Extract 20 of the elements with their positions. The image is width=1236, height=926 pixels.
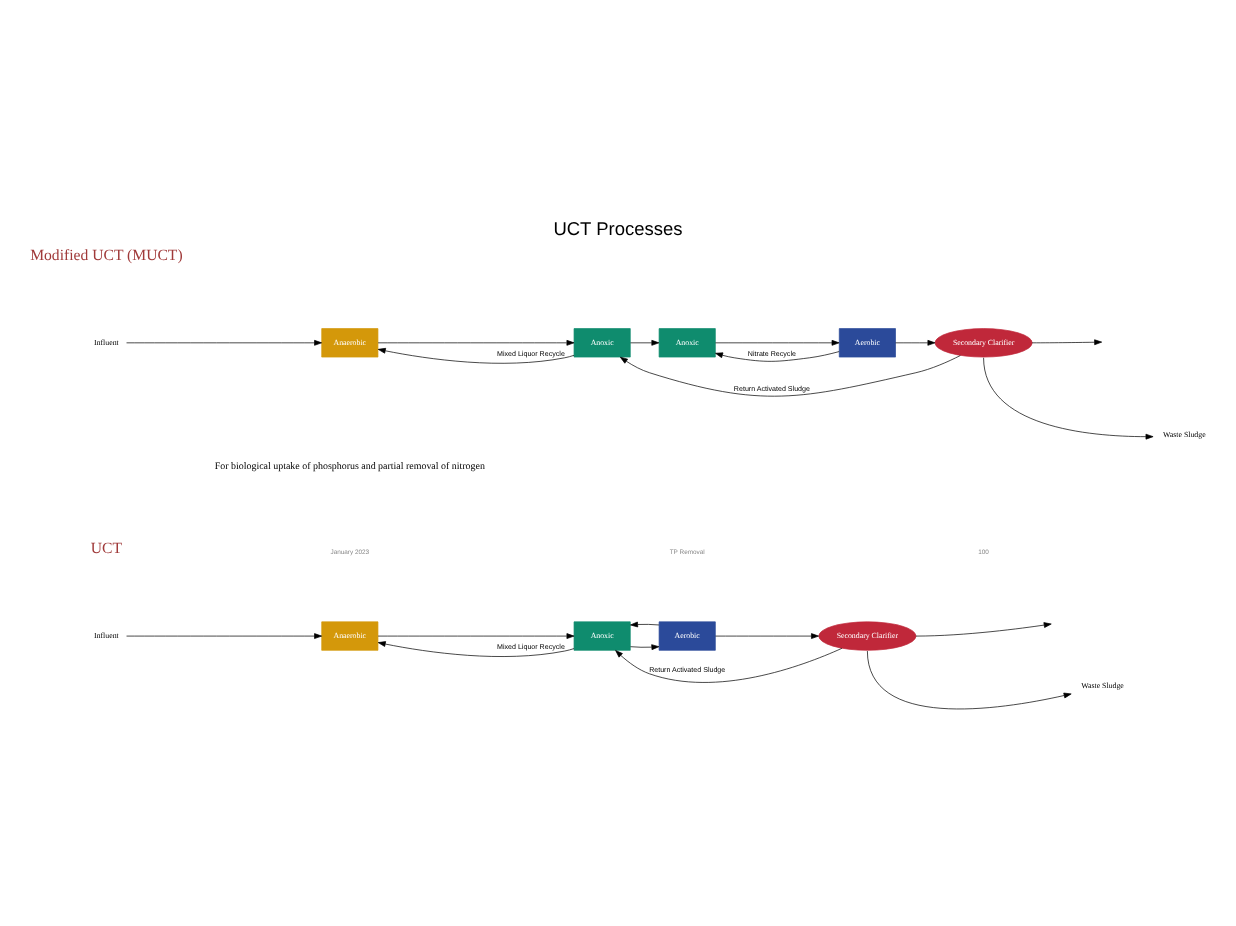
arrow	[630, 621, 660, 628]
arrow	[715, 633, 819, 639]
arrow	[630, 340, 660, 346]
arrow	[615, 647, 843, 683]
arrow	[126, 633, 322, 639]
arrow	[867, 650, 1072, 710]
arrow	[895, 340, 936, 346]
arrow	[377, 340, 575, 346]
arrow	[915, 622, 1052, 637]
arrow	[715, 340, 840, 346]
arrow	[126, 340, 322, 346]
arrow	[377, 641, 575, 657]
arrow	[377, 633, 575, 639]
diagram-title: UCT Processes	[553, 218, 683, 239]
arrow	[715, 351, 840, 362]
arrow	[630, 644, 660, 650]
arrow	[620, 355, 961, 397]
arrow	[983, 357, 1154, 440]
arrow	[1031, 339, 1103, 346]
arrow	[377, 347, 575, 364]
